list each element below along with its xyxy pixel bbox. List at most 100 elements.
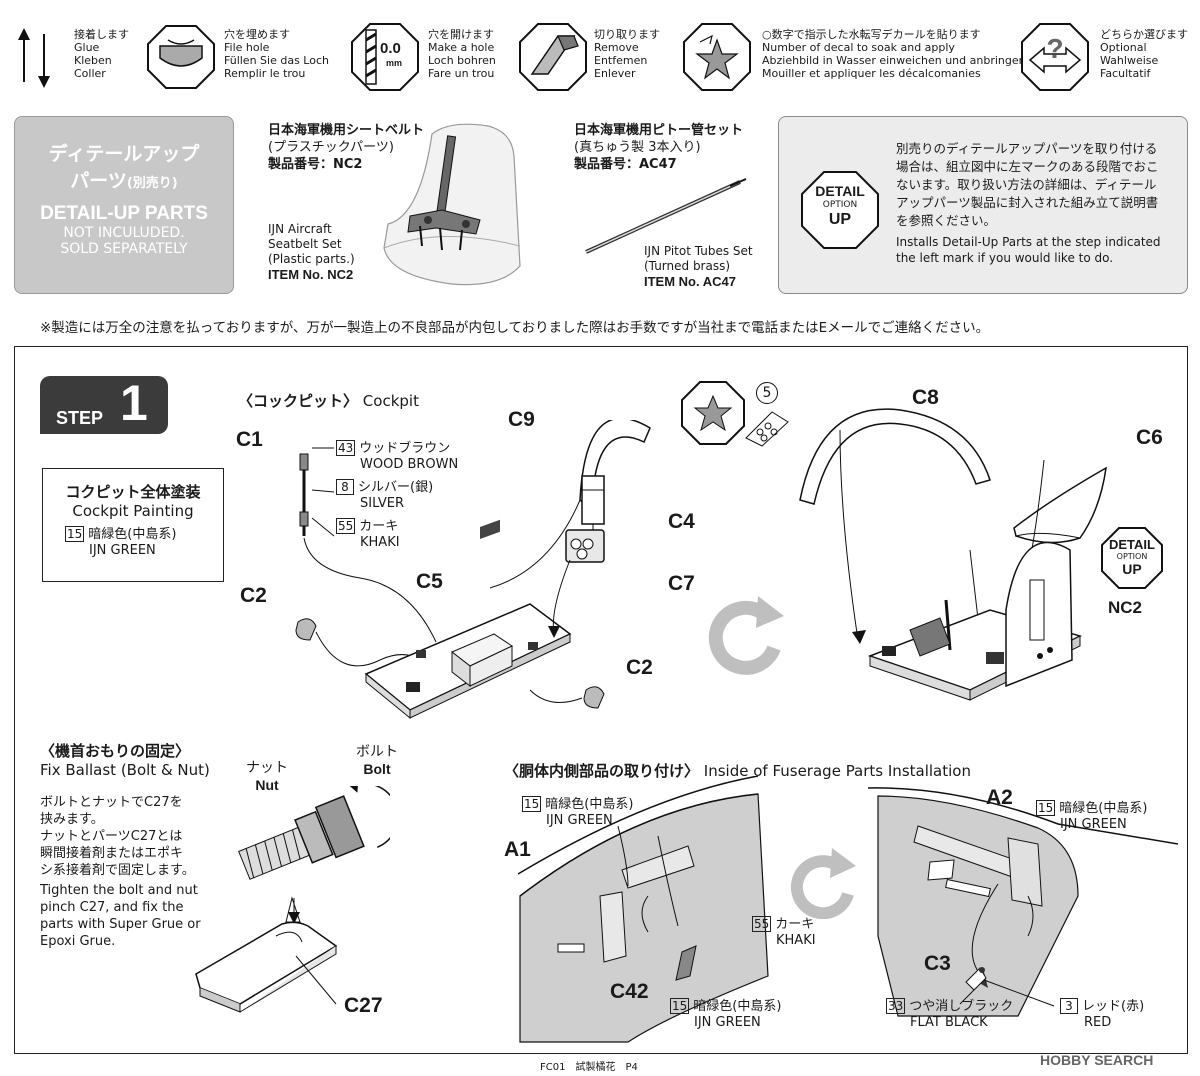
- cockpit-painting-en: Cockpit Painting: [72, 502, 194, 520]
- ballast-en-text: Tighten the bolt and nut pinch C27, and …: [40, 882, 201, 950]
- c1-color-2: 8 シルバー(銀): [336, 479, 458, 496]
- seatbelt-jp-type: (プラスチックパーツ): [268, 140, 394, 155]
- detail-up-en-sub-1: NOT INCULUDED.: [63, 225, 185, 241]
- ballast-en-title: Fix Ballast (Bolt & Nut): [40, 761, 210, 779]
- decal-star-icon: [681, 381, 745, 445]
- detail-note-jp-line: を参照ください。: [896, 213, 997, 228]
- fuselage-en-title: Inside of Fuserage Parts Installation: [703, 762, 971, 780]
- color-number: 15: [670, 998, 690, 1014]
- color-number: 55: [336, 518, 356, 534]
- detail-note-jp-line: 別売りのディテールアップパーツを取り付ける: [896, 141, 1158, 156]
- ballast-section: 〈機首おもりの固定〉 Fix Ballast (Bolt & Nut): [40, 740, 210, 779]
- badge-option-word: OPTION: [1116, 552, 1148, 561]
- part-label-c4: C4: [668, 510, 695, 533]
- part-label-c42: C42: [610, 980, 649, 1003]
- pitot-en-2: (Turned brass): [644, 259, 731, 273]
- seatbelt-en-2: Seatbelt Set: [268, 237, 342, 251]
- pitot-en-1: IJN Pitot Tubes Set: [644, 244, 753, 258]
- cockpit-jp: 〈コックピット〉: [238, 392, 359, 410]
- detail-up-en-sub-2: SOLD SEPARATELY: [60, 241, 188, 257]
- seatbelt-product-jp: 日本海軍機用シートベルト (プラスチックパーツ) 製品番号：NC2: [268, 122, 424, 173]
- seatbelt-seat-illustration: [383, 123, 521, 286]
- part-label-c6: C6: [1136, 426, 1163, 449]
- seatbelt-jp-item: 製品番号：NC2: [268, 157, 363, 172]
- color-jp: 暗緑色(中島系): [1059, 801, 1148, 816]
- nut-label: ナット Nut: [246, 760, 288, 794]
- color-number: 43: [336, 440, 356, 456]
- color-en: IJN GREEN: [694, 1015, 761, 1030]
- defect-notice: ※製造には万全の注意を払っておりますが、万が一製造上の不良部品が内包しておりまし…: [40, 320, 990, 336]
- color-en: KHAKI: [360, 535, 400, 550]
- decal-number-badge: 5: [756, 382, 778, 404]
- page-footer: FC01 試製橘花 P4: [540, 1062, 638, 1073]
- cut-icon: [519, 23, 587, 91]
- cockpit-assembly-illustration: [295, 420, 651, 720]
- detail-up-en-title: DETAIL-UP PARTS: [40, 203, 208, 224]
- detail-option-up-badge: [1101, 527, 1163, 589]
- color-number: 55: [752, 916, 772, 932]
- color-jp: 暗緑色(中島系): [88, 527, 177, 542]
- rotate-view-arrow-icon: [708, 596, 784, 675]
- cockpit-section-title: 〈コックピット〉 Cockpit: [238, 390, 419, 411]
- color-en: SILVER: [360, 496, 405, 511]
- drill-icon: [351, 23, 419, 91]
- seatbelt-product-en: IJN Aircraft Seatbelt Set (Plastic parts…: [268, 222, 355, 282]
- detail-note-jp-line: 場合は、組立図中に左マークのある段階でおこ: [896, 159, 1159, 174]
- pitot-jp-name: 日本海軍機用ピトー管セット: [574, 123, 744, 138]
- pitot-jp-type: (真ちゅう製 3本入り): [574, 140, 701, 155]
- color-jp: シルバー(銀): [358, 480, 434, 495]
- color-number: 8: [336, 479, 354, 495]
- step-number: 1: [120, 375, 148, 431]
- c27-weight-illustration: [195, 896, 338, 1013]
- ballast-jp-title: 〈機首おもりの固定〉: [40, 742, 191, 760]
- detail-badge2-text: DETAIL OPTION UP: [1100, 538, 1164, 577]
- color-jp: カーキ: [359, 519, 399, 534]
- drill-unit-label: mm: [386, 58, 403, 68]
- file-hole-icon: [147, 25, 215, 89]
- nut-en: Nut: [255, 777, 279, 793]
- badge-up-word: UP: [828, 211, 852, 228]
- fuselage-inside-illustration: [518, 776, 1178, 1043]
- part-label-c3: C3: [924, 952, 951, 975]
- instrument-panel-decal: [745, 411, 789, 447]
- cockpit-en: Cockpit: [362, 392, 419, 410]
- ballast-en-line: Tighten the bolt and nut: [40, 883, 198, 898]
- detail-up-jp-parts: パーツ: [70, 170, 127, 192]
- part-label-c27: C27: [344, 994, 383, 1017]
- step-1-frame: [14, 346, 1188, 1054]
- legend-decal-text: ○数字で指示した水転写デカールを貼ります Number of decal to …: [762, 28, 1026, 80]
- part-label-c2: C2: [626, 656, 653, 679]
- ballast-en-line: Epoxi Grue.: [40, 934, 116, 949]
- bolt-nut-illustration: [238, 786, 390, 880]
- detail-up-parts-box: ディテールアップ パーツ(別売り) DETAIL-UP PARTS NOT IN…: [14, 116, 234, 294]
- bolt-en: Bolt: [363, 761, 391, 777]
- color-number: 15: [1036, 800, 1056, 816]
- c3-handle-part: [959, 967, 1055, 1007]
- pitot-en-item: ITEM No. AC47: [644, 274, 736, 289]
- svg-text:?: ?: [1046, 33, 1063, 64]
- part-label-c8: C8: [912, 386, 939, 409]
- seatbelt-jp-name: 日本海軍機用シートベルト: [268, 123, 425, 138]
- badge-up-word: UP: [1122, 561, 1142, 577]
- badge-option-word: OPTION: [822, 200, 858, 210]
- ballast-jp-text: ボルトとナットでC27を 挟みます。 ナットとパーツC27とは 瞬間接着剤または…: [40, 794, 195, 879]
- detail-note-jp-line: ないます。取り扱い方法の詳細は、ディテール: [896, 177, 1157, 192]
- ballast-jp-line: ナットとパーツC27とは: [40, 829, 183, 844]
